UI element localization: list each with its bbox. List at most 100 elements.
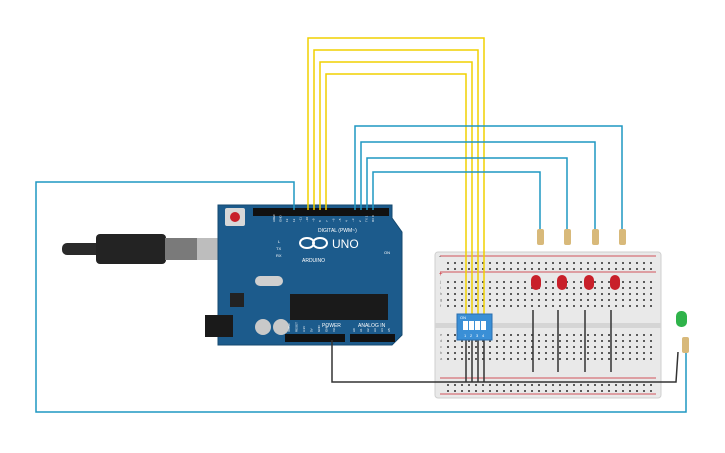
breadboard-hole[interactable] [601,384,603,386]
breadboard-hole[interactable] [650,384,652,386]
breadboard-hole[interactable] [615,346,617,348]
breadboard-hole[interactable] [601,340,603,342]
breadboard-hole[interactable] [496,390,498,392]
breadboard-hole[interactable] [545,262,547,264]
breadboard-hole[interactable] [489,262,491,264]
breadboard-hole[interactable] [552,299,554,301]
breadboard-hole[interactable] [559,268,561,270]
breadboard-hole[interactable] [482,281,484,283]
breadboard-hole[interactable] [475,390,477,392]
breadboard-hole[interactable] [489,358,491,360]
breadboard-hole[interactable] [608,352,610,354]
breadboard-hole[interactable] [510,334,512,336]
breadboard-hole[interactable] [475,358,477,360]
breadboard-hole[interactable] [615,384,617,386]
breadboard-hole[interactable] [517,287,519,289]
breadboard-hole[interactable] [517,358,519,360]
breadboard-hole[interactable] [573,358,575,360]
breadboard-hole[interactable] [650,334,652,336]
breadboard-hole[interactable] [580,262,582,264]
breadboard-hole[interactable] [622,346,624,348]
breadboard-hole[interactable] [552,390,554,392]
breadboard-hole[interactable] [545,293,547,295]
breadboard-hole[interactable] [461,299,463,301]
breadboard-hole[interactable] [629,287,631,289]
breadboard-hole[interactable] [503,358,505,360]
breadboard-hole[interactable] [454,334,456,336]
breadboard-hole[interactable] [468,262,470,264]
breadboard-hole[interactable] [524,340,526,342]
breadboard-hole[interactable] [538,262,540,264]
breadboard-hole[interactable] [489,281,491,283]
breadboard-hole[interactable] [447,384,449,386]
breadboard-hole[interactable] [629,262,631,264]
usb-cable[interactable] [62,234,219,264]
breadboard-hole[interactable] [650,346,652,348]
breadboard-hole[interactable] [475,287,477,289]
breadboard-hole[interactable] [566,305,568,307]
breadboard-hole[interactable] [468,299,470,301]
breadboard-hole[interactable] [496,346,498,348]
breadboard-hole[interactable] [573,268,575,270]
breadboard-hole[interactable] [489,352,491,354]
breadboard-hole[interactable] [559,358,561,360]
breadboard-hole[interactable] [573,390,575,392]
breadboard-hole[interactable] [594,334,596,336]
breadboard-hole[interactable] [461,268,463,270]
breadboard-hole[interactable] [552,293,554,295]
breadboard-hole[interactable] [475,268,477,270]
breadboard-hole[interactable] [580,340,582,342]
breadboard-hole[interactable] [475,281,477,283]
breadboard-hole[interactable] [454,346,456,348]
breadboard-hole[interactable] [524,384,526,386]
dip-toggle[interactable] [481,321,486,330]
breadboard-hole[interactable] [622,352,624,354]
breadboard-hole[interactable] [573,384,575,386]
breadboard-hole[interactable] [629,299,631,301]
breadboard-hole[interactable] [587,268,589,270]
breadboard-hole[interactable] [447,340,449,342]
breadboard-hole[interactable] [559,384,561,386]
breadboard-hole[interactable] [531,299,533,301]
breadboard-hole[interactable] [636,299,638,301]
breadboard-hole[interactable] [503,334,505,336]
breadboard-hole[interactable] [629,346,631,348]
breadboard-hole[interactable] [468,287,470,289]
breadboard-hole[interactable] [615,299,617,301]
resistor[interactable] [592,229,599,245]
breadboard-hole[interactable] [601,390,603,392]
breadboard-hole[interactable] [524,390,526,392]
breadboard-hole[interactable] [559,340,561,342]
breadboard-hole[interactable] [524,293,526,295]
breadboard-hole[interactable] [587,384,589,386]
breadboard-hole[interactable] [587,352,589,354]
breadboard-hole[interactable] [524,287,526,289]
breadboard-hole[interactable] [552,352,554,354]
breadboard-hole[interactable] [608,305,610,307]
breadboard-hole[interactable] [489,340,491,342]
breadboard-hole[interactable] [510,268,512,270]
breadboard-hole[interactable] [538,293,540,295]
breadboard-hole[interactable] [559,299,561,301]
breadboard-hole[interactable] [622,268,624,270]
breadboard-hole[interactable] [475,262,477,264]
breadboard-hole[interactable] [545,390,547,392]
breadboard-hole[interactable] [496,293,498,295]
breadboard-hole[interactable] [573,299,575,301]
breadboard-hole[interactable] [608,340,610,342]
breadboard-hole[interactable] [475,384,477,386]
breadboard-hole[interactable] [517,262,519,264]
breadboard-hole[interactable] [650,340,652,342]
breadboard-hole[interactable] [517,340,519,342]
resistor[interactable] [537,229,544,245]
breadboard-hole[interactable] [650,299,652,301]
breadboard-hole[interactable] [622,287,624,289]
breadboard-hole[interactable] [559,346,561,348]
breadboard-hole[interactable] [517,305,519,307]
breadboard-hole[interactable] [594,384,596,386]
breadboard-hole[interactable] [552,334,554,336]
breadboard-hole[interactable] [517,293,519,295]
breadboard-hole[interactable] [468,384,470,386]
breadboard-hole[interactable] [538,384,540,386]
breadboard-hole[interactable] [496,305,498,307]
